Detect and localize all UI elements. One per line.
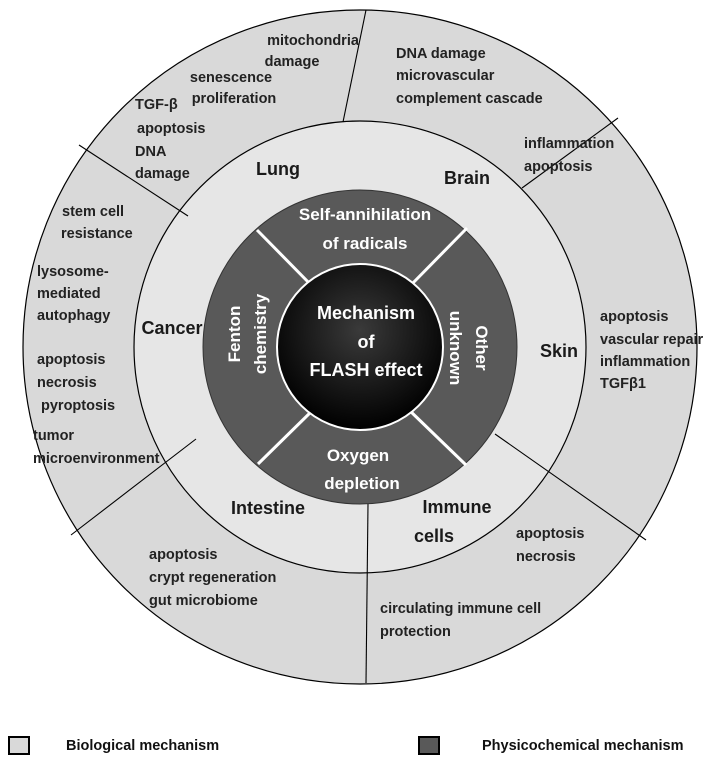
organ-immune-line-2: cells bbox=[414, 526, 454, 546]
organ-brain: Brain bbox=[444, 168, 490, 188]
effect-immune-apoptosis: apoptosis bbox=[516, 526, 584, 542]
organ-immune: Immune cells bbox=[414, 497, 492, 546]
effect-cancer-tumor: tumor bbox=[33, 428, 74, 444]
effect-lung-dna: DNA bbox=[135, 144, 167, 160]
organ-immune-line-1: Immune bbox=[422, 497, 491, 517]
legend-biological: Biological mechanism bbox=[8, 736, 219, 755]
core-circle bbox=[276, 263, 444, 431]
effects-intestine: apoptosis crypt regeneration gut microbi… bbox=[149, 547, 276, 609]
mechanism-top-line-2: of radicals bbox=[322, 234, 407, 253]
effect-skin-tgfb1: TGFβ1 bbox=[600, 376, 646, 392]
effect-cancer-lysosome: lysosome- bbox=[37, 264, 109, 280]
effect-intestine-crypt: crypt regeneration bbox=[149, 570, 276, 586]
legend-biological-label: Biological mechanism bbox=[66, 737, 220, 754]
effect-cancer-stem-cell: stem cell bbox=[62, 204, 124, 220]
effect-intestine-gut: gut microbiome bbox=[149, 593, 258, 609]
effect-brain-inflammation: inflammation bbox=[524, 136, 614, 152]
effects-immune: apoptosis necrosis circulating immune ce… bbox=[380, 526, 584, 640]
effect-brain-dna-damage: DNA damage bbox=[396, 46, 486, 62]
mechanism-left-line-1: Fenton bbox=[225, 306, 244, 363]
effect-intestine-apoptosis: apoptosis bbox=[149, 547, 217, 563]
effect-cancer-autophagy: autophagy bbox=[37, 308, 110, 324]
effect-lung-mitochondria-2: damage bbox=[265, 54, 320, 70]
effect-brain-apoptosis: apoptosis bbox=[524, 159, 592, 175]
mechanism-bottom-line-2: depletion bbox=[324, 474, 400, 493]
effects-brain: DNA damage microvascular complement casc… bbox=[396, 46, 614, 175]
organ-cancer: Cancer bbox=[141, 318, 202, 338]
organ-intestine: Intestine bbox=[231, 498, 305, 518]
effect-cancer-pyroptosis: pyroptosis bbox=[41, 398, 115, 414]
legend-biological-swatch bbox=[8, 736, 30, 755]
effect-lung-damage: damage bbox=[135, 166, 190, 182]
center-label: Mechanism of FLASH effect bbox=[309, 303, 422, 380]
mechanism-top-line-1: Self-annihilation bbox=[299, 205, 431, 224]
effects-cancer: stem cell resistance lysosome- mediated … bbox=[33, 204, 160, 467]
effect-cancer-microenvironment: microenvironment bbox=[33, 451, 160, 467]
legend-physicochemical: Physicochemical mechanism bbox=[418, 736, 684, 755]
effect-immune-protection: protection bbox=[380, 624, 451, 640]
effect-brain-complement: complement cascade bbox=[396, 91, 543, 107]
center-line-2: of bbox=[358, 332, 376, 352]
effect-immune-circulating: circulating immune cell bbox=[380, 601, 541, 617]
center-line-3: FLASH effect bbox=[309, 360, 422, 380]
effect-cancer-necrosis: necrosis bbox=[37, 375, 97, 391]
organ-lung: Lung bbox=[256, 159, 300, 179]
effect-lung-tgfb: TGF-β bbox=[135, 97, 178, 113]
organ-skin: Skin bbox=[540, 341, 578, 361]
effect-cancer-resistance: resistance bbox=[61, 226, 133, 242]
legend-physicochemical-swatch bbox=[418, 736, 440, 755]
mechanism-top: Self-annihilation of radicals bbox=[299, 205, 431, 253]
legend-physicochemical-label: Physicochemical mechanism bbox=[482, 737, 684, 754]
effect-skin-inflammation: inflammation bbox=[600, 354, 690, 370]
mechanism-bottom: Oxygen depletion bbox=[324, 446, 400, 493]
effect-lung-apoptosis: apoptosis bbox=[137, 121, 205, 137]
effect-brain-microvascular: microvascular bbox=[396, 68, 495, 84]
sector-dividers bbox=[70, 9, 647, 684]
effect-cancer-mediated: mediated bbox=[37, 286, 101, 302]
effect-skin-apoptosis: apoptosis bbox=[600, 309, 668, 325]
mechanism-left: Fenton chemistry bbox=[225, 293, 270, 374]
mechanism-right-line-1: Other bbox=[472, 325, 491, 371]
effect-skin-vascular: vascular repair bbox=[600, 332, 704, 348]
mechanism-right: Other unknown bbox=[446, 311, 491, 386]
mechanism-dividers bbox=[255, 226, 469, 467]
effect-immune-necrosis: necrosis bbox=[516, 549, 576, 565]
effect-lung-proliferation: proliferation bbox=[192, 91, 277, 107]
effect-lung-senescence: senescence bbox=[190, 70, 272, 86]
mechanism-right-line-2: unknown bbox=[446, 311, 465, 386]
center-line-1: Mechanism bbox=[317, 303, 415, 323]
mechanism-left-line-2: chemistry bbox=[251, 293, 270, 374]
effects-lung: mitochondria damage senescence prolifera… bbox=[135, 33, 360, 182]
effect-lung-mitochondria: mitochondria bbox=[267, 33, 360, 49]
effects-skin: apoptosis vascular repair inflammation T… bbox=[600, 309, 704, 392]
effect-cancer-apoptosis: apoptosis bbox=[37, 352, 105, 368]
mechanism-bottom-line-1: Oxygen bbox=[327, 446, 389, 465]
